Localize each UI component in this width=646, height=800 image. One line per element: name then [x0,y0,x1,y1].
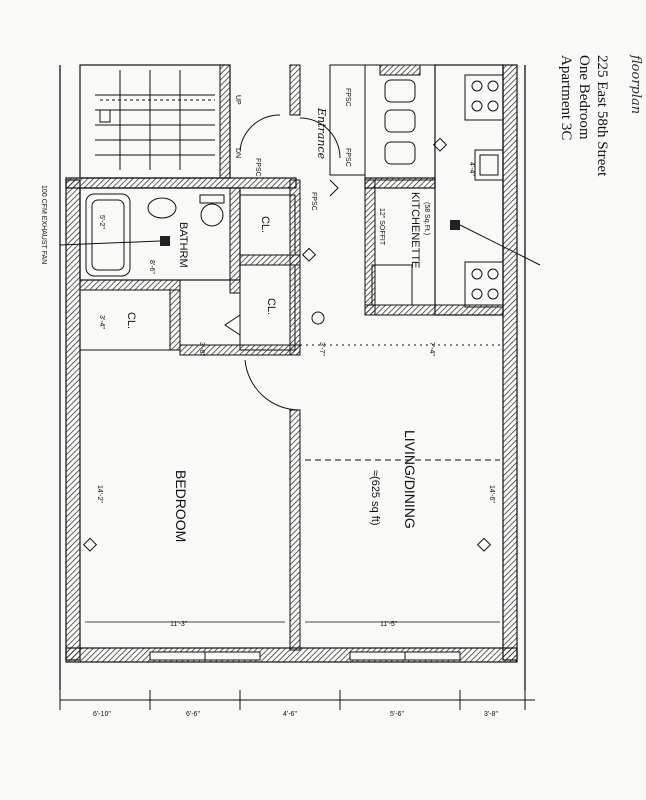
bottom-dim-1: 6'-10" [93,711,111,718]
closet-label-2: CL. [259,216,271,233]
kitchen-dim: 4'-4" [468,162,475,176]
bath-dim-2: 8'-6" [148,260,155,274]
kitchenette-area: (58 Sq.Ft.) [423,202,430,235]
living-dining-label: LIVING/DINING [402,430,418,529]
header-apartment: Apartment 3C [558,55,574,140]
bedroom-label: BEDROOM [173,470,189,542]
mid-dim-1: 3'-8" [198,342,205,356]
exterior-walls [59,64,526,690]
closets: CL. CL. CL. 3'-4" [79,179,301,356]
corridor: FPSC FPSC FPSC FPSC Entrance [239,64,436,211]
windows [149,651,461,661]
bedroom-width-dim: 11'-3" [170,621,188,628]
bath-dim-1: 5'-2" [98,215,105,229]
stair-up-label: UP [234,95,241,105]
closet-label-1: CL. [125,312,137,329]
fpsc-label-1: FPSC [344,88,351,107]
entrance-label: Entrance [315,107,328,160]
living-width-dim: 11'-5" [380,621,398,628]
closet-label-3: CL. [265,298,277,315]
mid-dim-2: 3'-7" [318,342,325,356]
header-handwritten: floorplan [628,54,643,114]
outlet-symbols [82,137,492,552]
bottom-dim-5: 3'-8" [484,711,498,718]
living-area-label: ≈(625 sq ft) [369,470,381,526]
soffit-label: 12" SOFFIT [378,208,385,246]
exhaust-fan-label: 100 CFM EXHAUST FAN [40,185,47,264]
interior-partitions: 3'-8" 3'-7" 7'-4" [179,342,503,651]
fpsc-label-2: FPSC [344,148,351,167]
bottom-dim-3: 4'-6" [283,711,297,718]
fpsc-label-3: FPSC [254,158,261,177]
header-block: floorplan [628,54,643,114]
bottom-dim-4: 5'-6" [390,711,404,718]
bottom-dimension-string: 6'-10" 6'-6" 4'-6" 5'-6" 3'-8" [59,690,535,718]
bathroom-label: BATHRM [177,222,189,268]
cl-dim: 3'-4" [98,315,105,329]
header-unit-type: One Bedroom [576,55,592,140]
mid-dim-3: 7'-4" [428,342,435,356]
kitchenette: KITCHENETTE (58 Sq.Ft.) 12" SOFFIT 4'-4" [364,64,541,316]
header-address: 225 East 58th Street [594,55,610,177]
kitchenette-label: KITCHENETTE [409,192,421,268]
bottom-dim-2: 6'-6" [186,711,200,718]
living-height-dim: 14'-6" [488,485,495,503]
stair-dn-label: DN [234,148,241,158]
stairwell: UP DN [79,64,301,179]
bedroom-height-dim: 14'-2" [96,485,103,503]
fpsc-label-4: FPSC [310,192,317,211]
